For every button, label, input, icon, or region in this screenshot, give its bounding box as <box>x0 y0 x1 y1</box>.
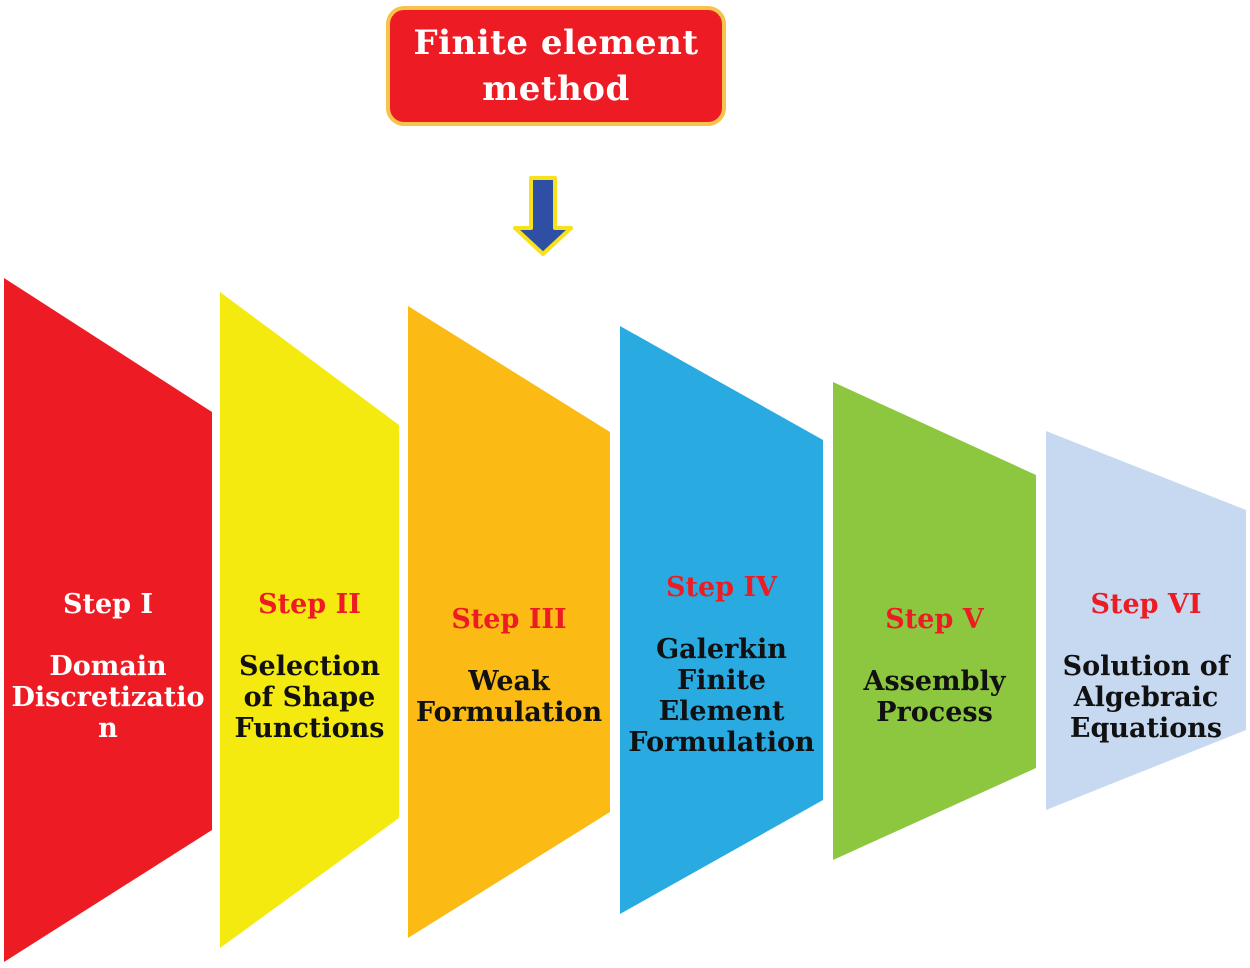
step-2-label: Step II Selection of Shape Functions <box>220 558 399 775</box>
step-6-shape <box>1046 431 1246 810</box>
title-box: Finite element method <box>386 6 726 126</box>
step-1-shape <box>4 278 212 962</box>
step-4-description: Galerkin Finite Element Formulation <box>628 634 815 758</box>
step-4-title: Step IV <box>665 572 777 603</box>
step-6-label: Step VI Solution of Algebraic Equations <box>1046 558 1246 775</box>
down-arrow-icon <box>513 176 573 256</box>
step-6-title: Step VI <box>1090 589 1202 620</box>
step-2-description: Selection of Shape Functions <box>234 651 385 744</box>
step-1-label: Step I Domain Discretizatio n <box>4 558 212 775</box>
step-1-title: Step I <box>62 589 154 620</box>
step-5-label: Step V Assembly Process <box>833 573 1036 759</box>
step-5-description: Assembly Process <box>863 666 1006 728</box>
step-3-description: Weak Formulation <box>415 666 603 728</box>
diagram-title: Finite element method <box>413 23 699 109</box>
step-5-title: Step V <box>885 604 984 635</box>
step-2-shape <box>220 292 399 948</box>
step-4-label: Step IV Galerkin Finite Element Formulat… <box>620 541 823 789</box>
step-3-title: Step III <box>451 604 567 635</box>
step-1-description: Domain Discretizatio n <box>11 651 205 744</box>
step-6-description: Solution of Algebraic Equations <box>1062 651 1230 744</box>
step-3-label: Step III Weak Formulation <box>408 573 610 759</box>
step-3-shape <box>408 306 610 938</box>
step-4-shape <box>620 326 823 914</box>
step-5-shape <box>833 382 1036 860</box>
step-2-title: Step II <box>258 589 361 620</box>
